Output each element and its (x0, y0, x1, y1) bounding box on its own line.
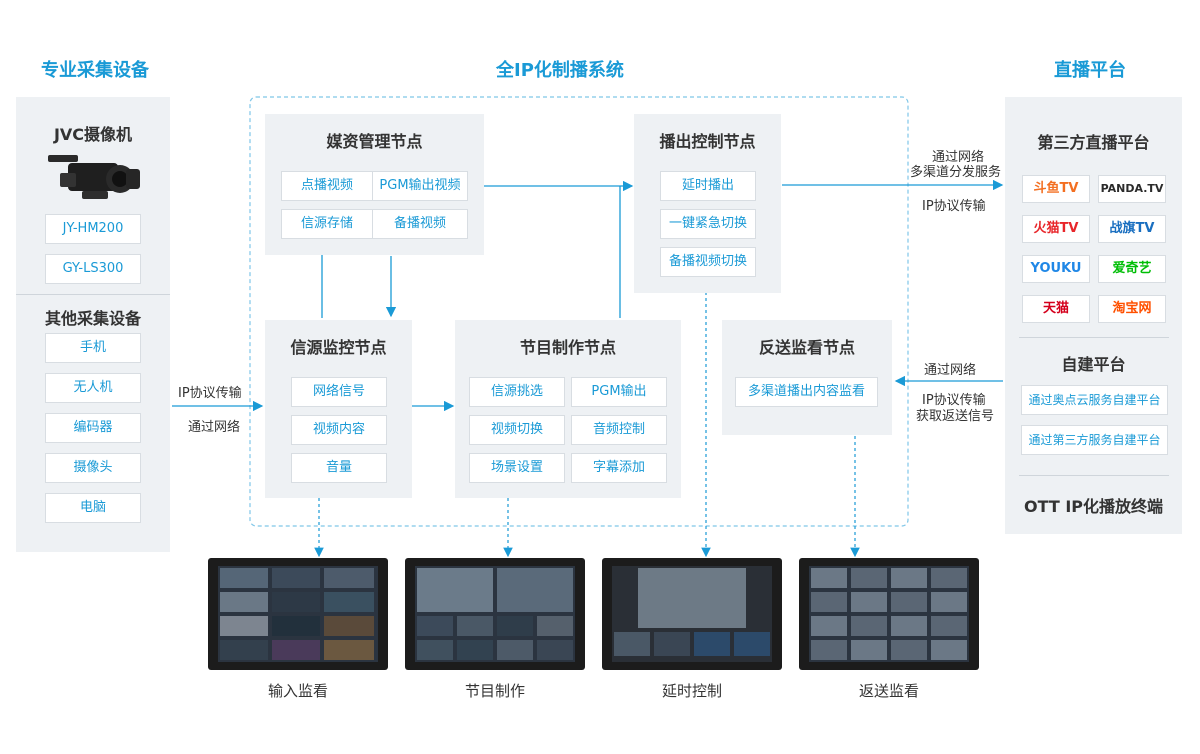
media-storage-chip[interactable]: 信源存储 (281, 209, 373, 239)
broadcast-node: 播出控制节点 延时播出 一键紧急切换 备播视频切换 (634, 114, 781, 293)
system-frame (249, 96, 909, 527)
iqiyi-logo[interactable]: 爱奇艺 (1098, 255, 1166, 283)
source-monitor-node: 信源监控节点 网络信号 视频内容 音量 (265, 320, 412, 498)
monitor-input-screen (218, 566, 378, 662)
monitor-return-label: 返送监看 (858, 682, 919, 700)
device-drone[interactable]: 无人机 (45, 373, 141, 403)
right-divider-2 (1019, 475, 1169, 476)
camera-icon (48, 155, 140, 199)
third-party-title: 第三方直播平台 (1037, 133, 1150, 152)
device-webcam[interactable]: 摄像头 (45, 453, 141, 483)
media-backup-chip[interactable]: 备播视频 (372, 209, 468, 239)
prod-source-chip[interactable]: 信源挑选 (469, 377, 565, 407)
device-encoder[interactable]: 编码器 (45, 413, 141, 443)
platform-panel: 第三方直播平台 斗鱼TV PANDA.TV 火猫TV 战旗TV YOUKU 爱奇… (1005, 97, 1182, 534)
monitor-video-chip[interactable]: 视频内容 (291, 415, 387, 445)
douyu-logo[interactable]: 斗鱼TV (1022, 175, 1090, 203)
camera-model-2[interactable]: GY-LS300 (45, 254, 141, 284)
media-node-title: 媒资管理节点 (326, 132, 423, 151)
right-note-distribution: 多渠道分发服务 (910, 165, 1002, 180)
left-note-protocol: IP协议传输 (178, 386, 242, 401)
monitor-production (405, 558, 585, 670)
monitor-input (208, 558, 388, 670)
self-built-thirdparty-chip[interactable]: 通过第三方服务自建平台 (1021, 425, 1168, 455)
device-phone[interactable]: 手机 (45, 333, 141, 363)
panda-logo[interactable]: PANDA.TV (1098, 175, 1166, 203)
other-devices-title: 其他采集设备 (44, 309, 141, 328)
monitor-production-screen (415, 566, 575, 662)
monitor-volume-chip[interactable]: 音量 (291, 453, 387, 483)
return-monitor-chip[interactable]: 多渠道播出内容监看 (735, 377, 878, 407)
media-node: 媒资管理节点 点播视频 PGM输出视频 信源存储 备播视频 (265, 114, 484, 255)
prod-video-switch-chip[interactable]: 视频切换 (469, 415, 565, 445)
right-note-protocol-2: IP协议传输 (922, 393, 986, 408)
capture-panel: JVC摄像机 JY-HM200 GY-LS300 其他采集设备 手机 无人机 编… (16, 97, 170, 552)
prod-subtitle-chip[interactable]: 字幕添加 (571, 453, 667, 483)
monitor-network-chip[interactable]: 网络信号 (291, 377, 387, 407)
left-note-network: 通过网络 (188, 420, 241, 435)
monitor-delay-label: 延时控制 (661, 682, 722, 700)
camera-title: JVC摄像机 (53, 125, 133, 144)
return-node-title: 反送监看节点 (758, 338, 855, 357)
broadcast-emergency-chip[interactable]: 一键紧急切换 (660, 209, 756, 239)
platform-section-title: 直播平台 (1054, 60, 1126, 81)
monitor-delay (602, 558, 782, 670)
zhanqi-logo[interactable]: 战旗TV (1098, 215, 1166, 243)
source-monitor-title: 信源监控节点 (290, 338, 387, 357)
left-divider (16, 294, 170, 295)
production-title: 节目制作节点 (519, 338, 616, 357)
monitor-delay-screen (612, 566, 772, 662)
broadcast-backup-switch-chip[interactable]: 备播视频切换 (660, 247, 756, 277)
prod-scene-chip[interactable]: 场景设置 (469, 453, 565, 483)
youku-logo[interactable]: YOUKU (1022, 255, 1090, 283)
taobao-logo[interactable]: 淘宝网 (1098, 295, 1166, 323)
tmall-logo[interactable]: 天猫 (1022, 295, 1090, 323)
right-note-network: 通过网络 (932, 150, 985, 165)
monitor-production-label: 节目制作 (464, 682, 525, 700)
right-note-return: 获取返送信号 (916, 409, 995, 424)
monitor-input-label: 输入监看 (267, 682, 328, 700)
right-note-network-2: 通过网络 (924, 363, 977, 378)
media-vod-chip[interactable]: 点播视频 (281, 171, 373, 201)
self-built-aodianyun-chip[interactable]: 通过奥点云服务自建平台 (1021, 385, 1168, 415)
media-pgm-chip[interactable]: PGM输出视频 (372, 171, 468, 201)
monitor-return (799, 558, 979, 670)
monitor-return-screen (809, 566, 969, 662)
prod-pgm-chip[interactable]: PGM输出 (571, 377, 667, 407)
production-node: 节目制作节点 信源挑选 PGM输出 视频切换 音频控制 场景设置 字幕添加 (455, 320, 681, 498)
system-section-title: 全IP化制播系统 (496, 60, 624, 81)
prod-audio-chip[interactable]: 音频控制 (571, 415, 667, 445)
capture-section-title: 专业采集设备 (41, 60, 149, 81)
self-built-title: 自建平台 (1061, 355, 1126, 374)
huomao-logo[interactable]: 火猫TV (1022, 215, 1090, 243)
ott-title: OTT IP化播放终端 (1023, 497, 1164, 516)
device-computer[interactable]: 电脑 (45, 493, 141, 523)
broadcast-delay-chip[interactable]: 延时播出 (660, 171, 756, 201)
return-node: 反送监看节点 多渠道播出内容监看 (722, 320, 892, 435)
right-divider-1 (1019, 337, 1169, 338)
right-note-protocol: IP协议传输 (922, 199, 986, 214)
camera-model-1[interactable]: JY-HM200 (45, 214, 141, 244)
broadcast-node-title: 播出控制节点 (659, 132, 756, 151)
